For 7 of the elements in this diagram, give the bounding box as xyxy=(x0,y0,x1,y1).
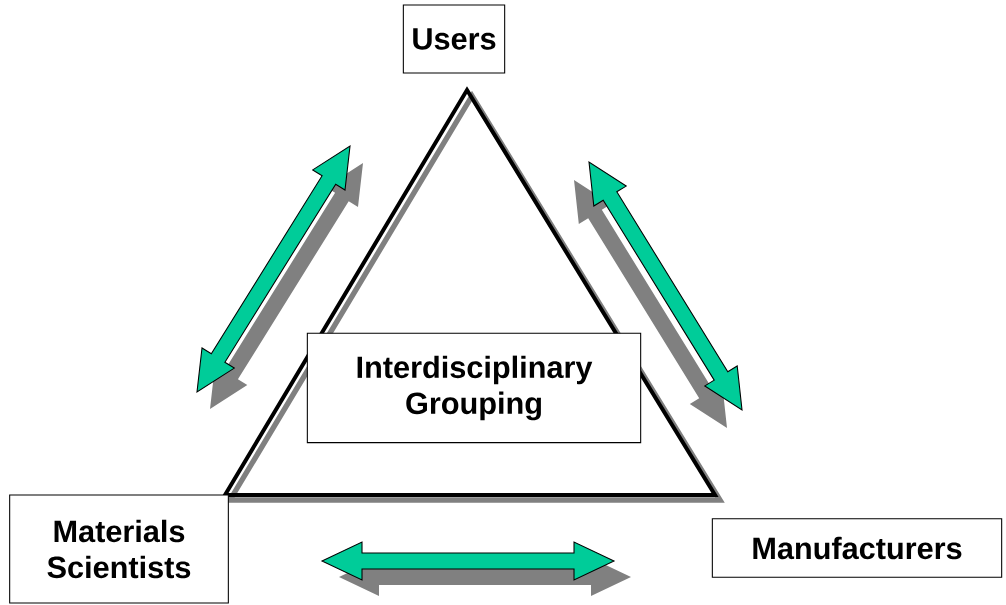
label-box: Users xyxy=(402,4,506,74)
double-arrow xyxy=(574,160,743,428)
label-box: Materials Scientists xyxy=(9,494,229,604)
label-box: Interdisciplinary Grouping xyxy=(306,332,642,444)
label-box: Manufacturers xyxy=(711,518,1003,578)
double-arrow xyxy=(196,144,363,409)
double-arrow xyxy=(320,541,631,596)
